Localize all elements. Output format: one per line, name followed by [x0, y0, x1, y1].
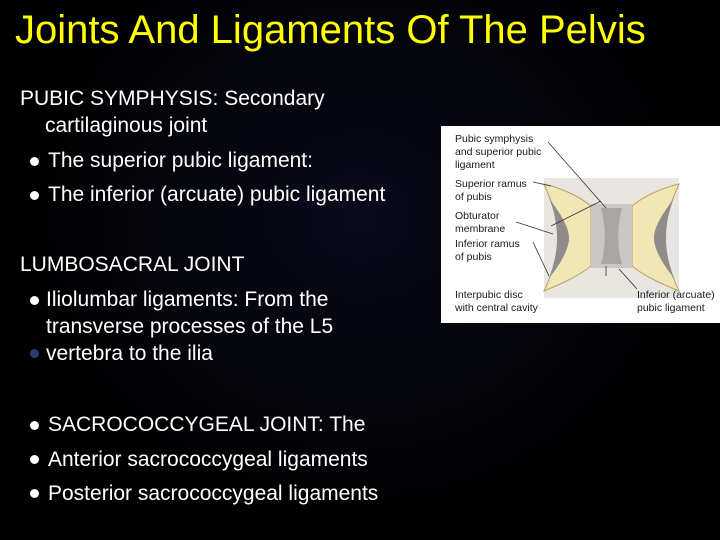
iliolumbar-ligaments-cont: transverse processes of the L5 [46, 315, 334, 338]
pubic-symphysis-heading: PUBIC SYMPHYSIS: Secondary [20, 87, 325, 110]
bullet-dot [30, 157, 39, 166]
iliolumbar-ligaments-item: Iliolumbar ligaments: From the [46, 288, 329, 311]
bullet-dot [30, 191, 39, 200]
pubic-symphysis-heading-cont: cartilaginous joint [45, 114, 208, 137]
bullet-dot [30, 489, 39, 498]
superior-pubic-ligament-item: The superior pubic ligament: [48, 149, 313, 172]
label-pubic-symphysis: ligament [455, 159, 495, 171]
bullet-dot-faded [30, 349, 39, 358]
anterior-sacrococcygeal-item: Anterior sacrococcygeal ligaments [48, 448, 368, 471]
label-interpubic-disc: Interpubic disc [455, 289, 523, 301]
label-superior-ramus: Superior ramus [455, 178, 527, 190]
posterior-sacrococcygeal-item: Posterior sacrococcygeal ligaments [48, 482, 379, 505]
bullet-dot [30, 455, 39, 464]
label-obturator-membrane: Obturator [455, 210, 500, 222]
label-superior-ramus: of pubis [455, 191, 492, 203]
inferior-pubic-ligament-item: The inferior (arcuate) pubic ligament [48, 183, 386, 206]
slide-title: Joints And Ligaments Of The Pelvis [15, 8, 646, 52]
bullet-dot [30, 421, 39, 430]
lumbosacral-heading: LUMBOSACRAL JOINT [20, 253, 245, 276]
bullet-dot [30, 296, 39, 305]
label-obturator-membrane: membrane [455, 223, 506, 235]
label-inferior-ramus: Inferior ramus [455, 238, 520, 250]
sacrococcygeal-joint-item: SACROCOCCYGEAL JOINT: The [48, 413, 366, 436]
label-inferior-arcuate-ligament: pubic ligament [637, 302, 705, 314]
pubic-symphysis-illustration [515, 141, 680, 298]
label-interpubic-disc: with central cavity [455, 302, 538, 314]
label-inferior-ramus: of pubis [455, 251, 492, 263]
label-pubic-symphysis: and superior pubic [455, 146, 542, 158]
iliolumbar-ligaments-cont: vertebra to the ilia [46, 342, 213, 365]
pubic-symphysis-figure: Pubic symphysis and superior pubic ligam… [441, 126, 720, 323]
label-inferior-arcuate-ligament: Inferior (arcuate) [637, 289, 715, 301]
label-pubic-symphysis: Pubic symphysis [455, 133, 534, 145]
